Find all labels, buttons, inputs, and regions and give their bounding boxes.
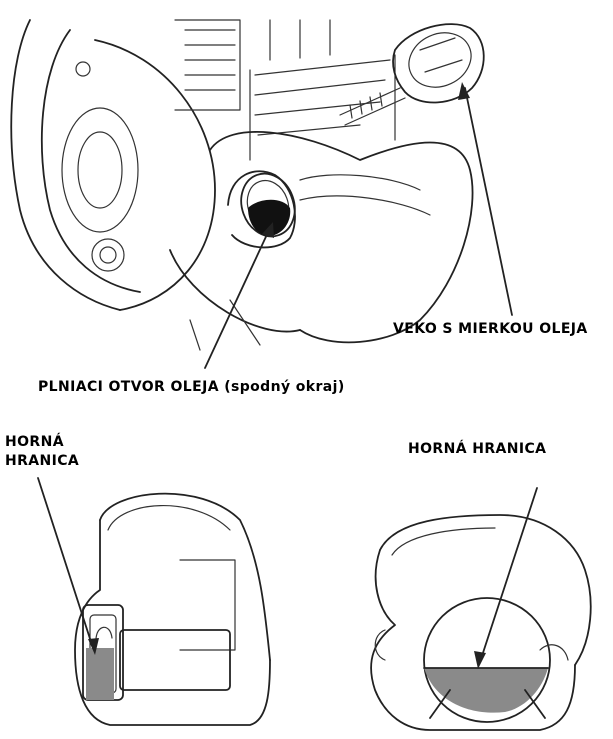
upper-left-label-line1: HORNÁ <box>5 433 64 452</box>
filler-leader-arrow <box>205 222 274 368</box>
engine-top-illustration <box>11 20 483 350</box>
oil-level-fill-left <box>86 648 114 700</box>
cap-label: VEKO S MIERKOU OLEJA <box>393 320 588 339</box>
engine-front-view <box>371 515 591 730</box>
upper-right-label: HORNÁ HRANICA <box>408 440 546 459</box>
engine-side-view <box>75 494 270 725</box>
filler-label: PLNIACI OTVOR OLEJA (spodný okraj) <box>38 378 345 397</box>
cap-leader-arrow <box>458 82 512 315</box>
upper-left-label-line2: HRANICA <box>5 452 79 471</box>
